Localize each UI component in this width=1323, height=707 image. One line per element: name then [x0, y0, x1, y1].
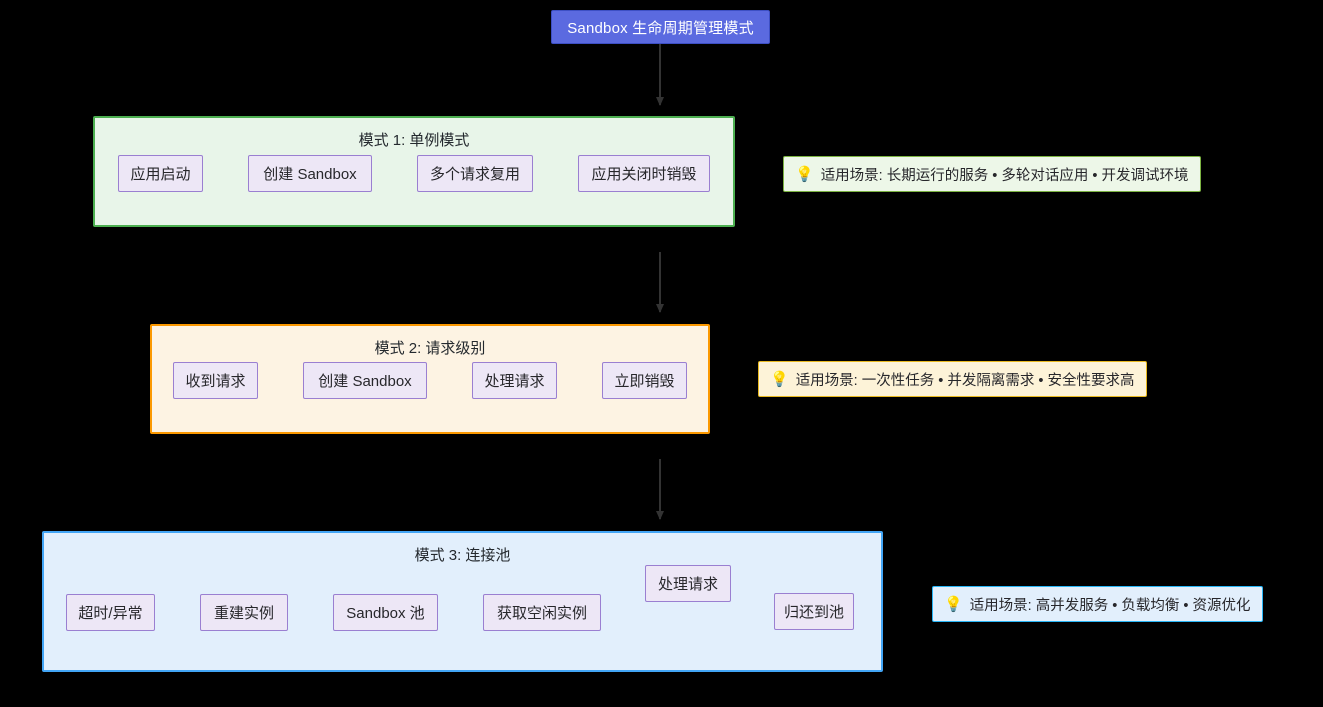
- node-label: 处理请求: [657, 576, 718, 593]
- group-mode-3-title: 模式 3: 连接池: [414, 547, 511, 564]
- node-label: 应用关闭时销毁: [591, 166, 697, 183]
- node-label: Sandbox 池: [346, 605, 425, 622]
- node-label: 应用启动: [130, 166, 191, 183]
- note-text: 适用场景: 长期运行的服务 • 多轮对话应用 • 开发调试环境: [820, 167, 1189, 184]
- node-mode3-handle-request[interactable]: 处理请求: [645, 565, 731, 602]
- node-label: 多个请求复用: [429, 166, 520, 183]
- node-mode2-destroy-immediately[interactable]: 立即销毁: [602, 362, 687, 399]
- root-title-node[interactable]: Sandbox 生命周期管理模式: [551, 10, 770, 44]
- lightbulb-icon: 💡: [770, 370, 789, 388]
- node-mode1-destroy-on-close[interactable]: 应用关闭时销毁: [578, 155, 710, 192]
- node-mode1-app-start[interactable]: 应用启动: [118, 155, 203, 192]
- root-title-label: Sandbox 生命周期管理模式: [567, 19, 754, 37]
- node-label: 获取空闲实例: [496, 605, 587, 622]
- node-mode1-reuse-requests[interactable]: 多个请求复用: [417, 155, 533, 192]
- node-mode2-create-sandbox[interactable]: 创建 Sandbox: [303, 362, 427, 399]
- node-label: 创建 Sandbox: [263, 166, 357, 183]
- node-label: 超时/异常: [78, 605, 143, 622]
- node-label: 重建实例: [213, 605, 274, 622]
- note-text: 适用场景: 高并发服务 • 负载均衡 • 资源优化: [969, 597, 1251, 614]
- node-label: 创建 Sandbox: [318, 373, 412, 390]
- lightbulb-icon: 💡: [795, 165, 814, 183]
- group-mode-1-title: 模式 1: 单例模式: [358, 132, 470, 149]
- node-label: 归还到池: [783, 604, 844, 621]
- node-mode3-return-to-pool[interactable]: 归还到池: [774, 593, 854, 630]
- node-mode3-acquire-idle-instance[interactable]: 获取空闲实例: [483, 594, 601, 631]
- group-mode-2-title: 模式 2: 请求级别: [374, 340, 486, 357]
- node-mode3-timeout-error[interactable]: 超时/异常: [66, 594, 155, 631]
- node-mode2-handle-request[interactable]: 处理请求: [472, 362, 557, 399]
- note-mode-3: 💡 适用场景: 高并发服务 • 负载均衡 • 资源优化: [932, 586, 1263, 622]
- node-mode3-sandbox-pool[interactable]: Sandbox 池: [333, 594, 438, 631]
- node-label: 处理请求: [484, 373, 545, 390]
- node-label: 收到请求: [185, 373, 246, 390]
- node-mode1-create-sandbox[interactable]: 创建 Sandbox: [248, 155, 372, 192]
- group-mode-3: 模式 3: 连接池: [42, 531, 883, 672]
- node-mode3-rebuild-instance[interactable]: 重建实例: [200, 594, 288, 631]
- note-text: 适用场景: 一次性任务 • 并发隔离需求 • 安全性要求高: [795, 372, 1135, 389]
- node-mode2-receive-request[interactable]: 收到请求: [173, 362, 258, 399]
- node-label: 立即销毁: [614, 373, 675, 390]
- note-mode-2: 💡 适用场景: 一次性任务 • 并发隔离需求 • 安全性要求高: [758, 361, 1147, 397]
- note-mode-1: 💡 适用场景: 长期运行的服务 • 多轮对话应用 • 开发调试环境: [783, 156, 1201, 192]
- lightbulb-icon: 💡: [944, 595, 963, 613]
